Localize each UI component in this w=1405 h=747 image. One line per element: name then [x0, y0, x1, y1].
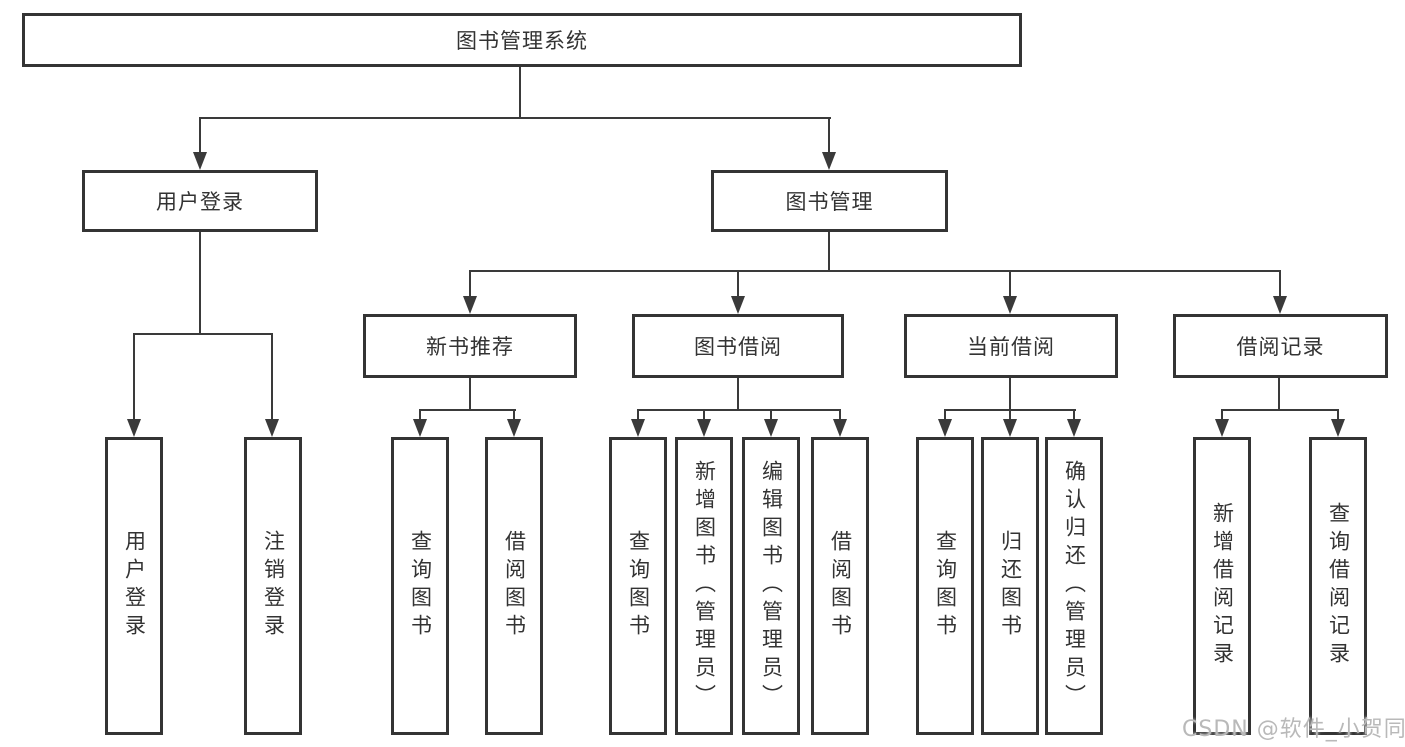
- leaf-borrow-books-1: 借阅图书: [485, 437, 543, 735]
- csdn-watermark: CSDN @软件_小贺同学: [1182, 717, 1405, 742]
- connector-line: [469, 378, 471, 411]
- leaf-logout-label: 注销登录: [261, 530, 286, 642]
- connector-line: [839, 409, 841, 421]
- arrow-down-icon: [127, 419, 141, 437]
- connector-line: [199, 232, 201, 335]
- node-borrow-record-label: 借阅记录: [1236, 335, 1325, 359]
- connector-line: [419, 409, 516, 411]
- arrow-down-icon: [1003, 296, 1017, 314]
- connector-line: [1073, 409, 1075, 421]
- arrow-down-icon: [833, 419, 847, 437]
- leaf-edit-books-admin-label: 编辑图书（管理员）: [759, 460, 784, 712]
- connector-line: [469, 270, 471, 296]
- connector-line: [1221, 409, 1223, 421]
- leaf-query-books-2-label: 查询图书: [626, 530, 651, 642]
- connector-line: [944, 409, 946, 421]
- arrow-down-icon: [413, 419, 427, 437]
- arrow-down-icon: [507, 419, 521, 437]
- leaf-query-borrow-record-label: 查询借阅记录: [1326, 502, 1351, 670]
- node-book-management: 图书管理: [711, 170, 948, 232]
- connector-line: [737, 378, 739, 411]
- connector-line: [419, 409, 421, 421]
- connector-line: [637, 409, 639, 421]
- leaf-query-borrow-record: 查询借阅记录: [1309, 437, 1367, 735]
- node-new-book-recommend-label: 新书推荐: [426, 335, 514, 359]
- connector-line: [271, 333, 273, 419]
- arrow-down-icon: [193, 152, 207, 170]
- node-current-borrow: 当前借阅: [904, 314, 1118, 378]
- node-borrow-record: 借阅记录: [1173, 314, 1388, 378]
- connector-line: [199, 117, 201, 153]
- connector-line: [513, 409, 515, 421]
- connector-line: [828, 232, 830, 272]
- node-root: 图书管理系统: [22, 13, 1022, 67]
- arrow-down-icon: [1273, 296, 1287, 314]
- connector-line: [828, 117, 830, 153]
- connector-line: [469, 270, 1281, 272]
- arrow-down-icon: [822, 152, 836, 170]
- arrow-down-icon: [1003, 419, 1017, 437]
- leaf-query-books-3: 查询图书: [916, 437, 974, 735]
- leaf-confirm-return-admin-label: 确认归还（管理员）: [1062, 460, 1087, 712]
- connector-line: [1009, 378, 1011, 411]
- arrow-down-icon: [463, 296, 477, 314]
- leaf-borrow-books-1-label: 借阅图书: [502, 530, 527, 642]
- connector-line: [1009, 409, 1011, 421]
- leaf-user-login: 用户登录: [105, 437, 163, 735]
- connector-line: [737, 270, 739, 296]
- node-root-label: 图书管理系统: [456, 29, 588, 53]
- leaf-add-books-admin-label: 新增图书（管理员）: [692, 460, 717, 712]
- connector-line: [199, 117, 831, 119]
- leaf-query-books-1-label: 查询图书: [408, 530, 433, 642]
- connector-line: [770, 409, 772, 421]
- node-book-borrow: 图书借阅: [632, 314, 844, 378]
- leaf-logout: 注销登录: [244, 437, 302, 735]
- arrow-down-icon: [697, 419, 711, 437]
- node-book-management-label: 图书管理: [785, 190, 874, 214]
- connector-line: [133, 333, 273, 335]
- node-book-borrow-label: 图书借阅: [694, 335, 782, 359]
- connector-line: [519, 67, 521, 118]
- leaf-return-books-label: 归还图书: [998, 530, 1023, 642]
- arrow-down-icon: [764, 419, 778, 437]
- leaf-add-borrow-record: 新增借阅记录: [1193, 437, 1251, 735]
- leaf-confirm-return-admin: 确认归还（管理员）: [1045, 437, 1103, 735]
- leaf-add-books-admin: 新增图书（管理员）: [675, 437, 733, 735]
- connector-line: [133, 333, 135, 419]
- connector-line: [1337, 409, 1339, 421]
- arrow-down-icon: [265, 419, 279, 437]
- node-current-borrow-label: 当前借阅: [967, 335, 1055, 359]
- arrow-down-icon: [938, 419, 952, 437]
- leaf-query-books-2: 查询图书: [609, 437, 667, 735]
- leaf-borrow-books-2-label: 借阅图书: [828, 530, 853, 642]
- leaf-edit-books-admin: 编辑图书（管理员）: [742, 437, 800, 735]
- leaf-return-books: 归还图书: [981, 437, 1039, 735]
- connector-line: [703, 409, 705, 421]
- arrow-down-icon: [1215, 419, 1229, 437]
- leaf-user-login-label: 用户登录: [122, 530, 147, 642]
- connector-line: [1279, 270, 1281, 296]
- leaf-borrow-books-2: 借阅图书: [811, 437, 869, 735]
- leaf-query-books-3-label: 查询图书: [933, 530, 958, 642]
- arrow-down-icon: [1331, 419, 1345, 437]
- connector-line: [1221, 409, 1339, 411]
- leaf-query-books-1: 查询图书: [391, 437, 449, 735]
- leaf-add-borrow-record-label: 新增借阅记录: [1210, 502, 1235, 670]
- arrow-down-icon: [1067, 419, 1081, 437]
- connector-line: [637, 409, 841, 411]
- node-new-book-recommend: 新书推荐: [363, 314, 577, 378]
- connector-line: [1009, 270, 1011, 296]
- node-user-login: 用户登录: [82, 170, 318, 232]
- node-user-login-label: 用户登录: [156, 190, 244, 214]
- arrow-down-icon: [731, 296, 745, 314]
- connector-line: [1278, 378, 1280, 411]
- arrow-down-icon: [631, 419, 645, 437]
